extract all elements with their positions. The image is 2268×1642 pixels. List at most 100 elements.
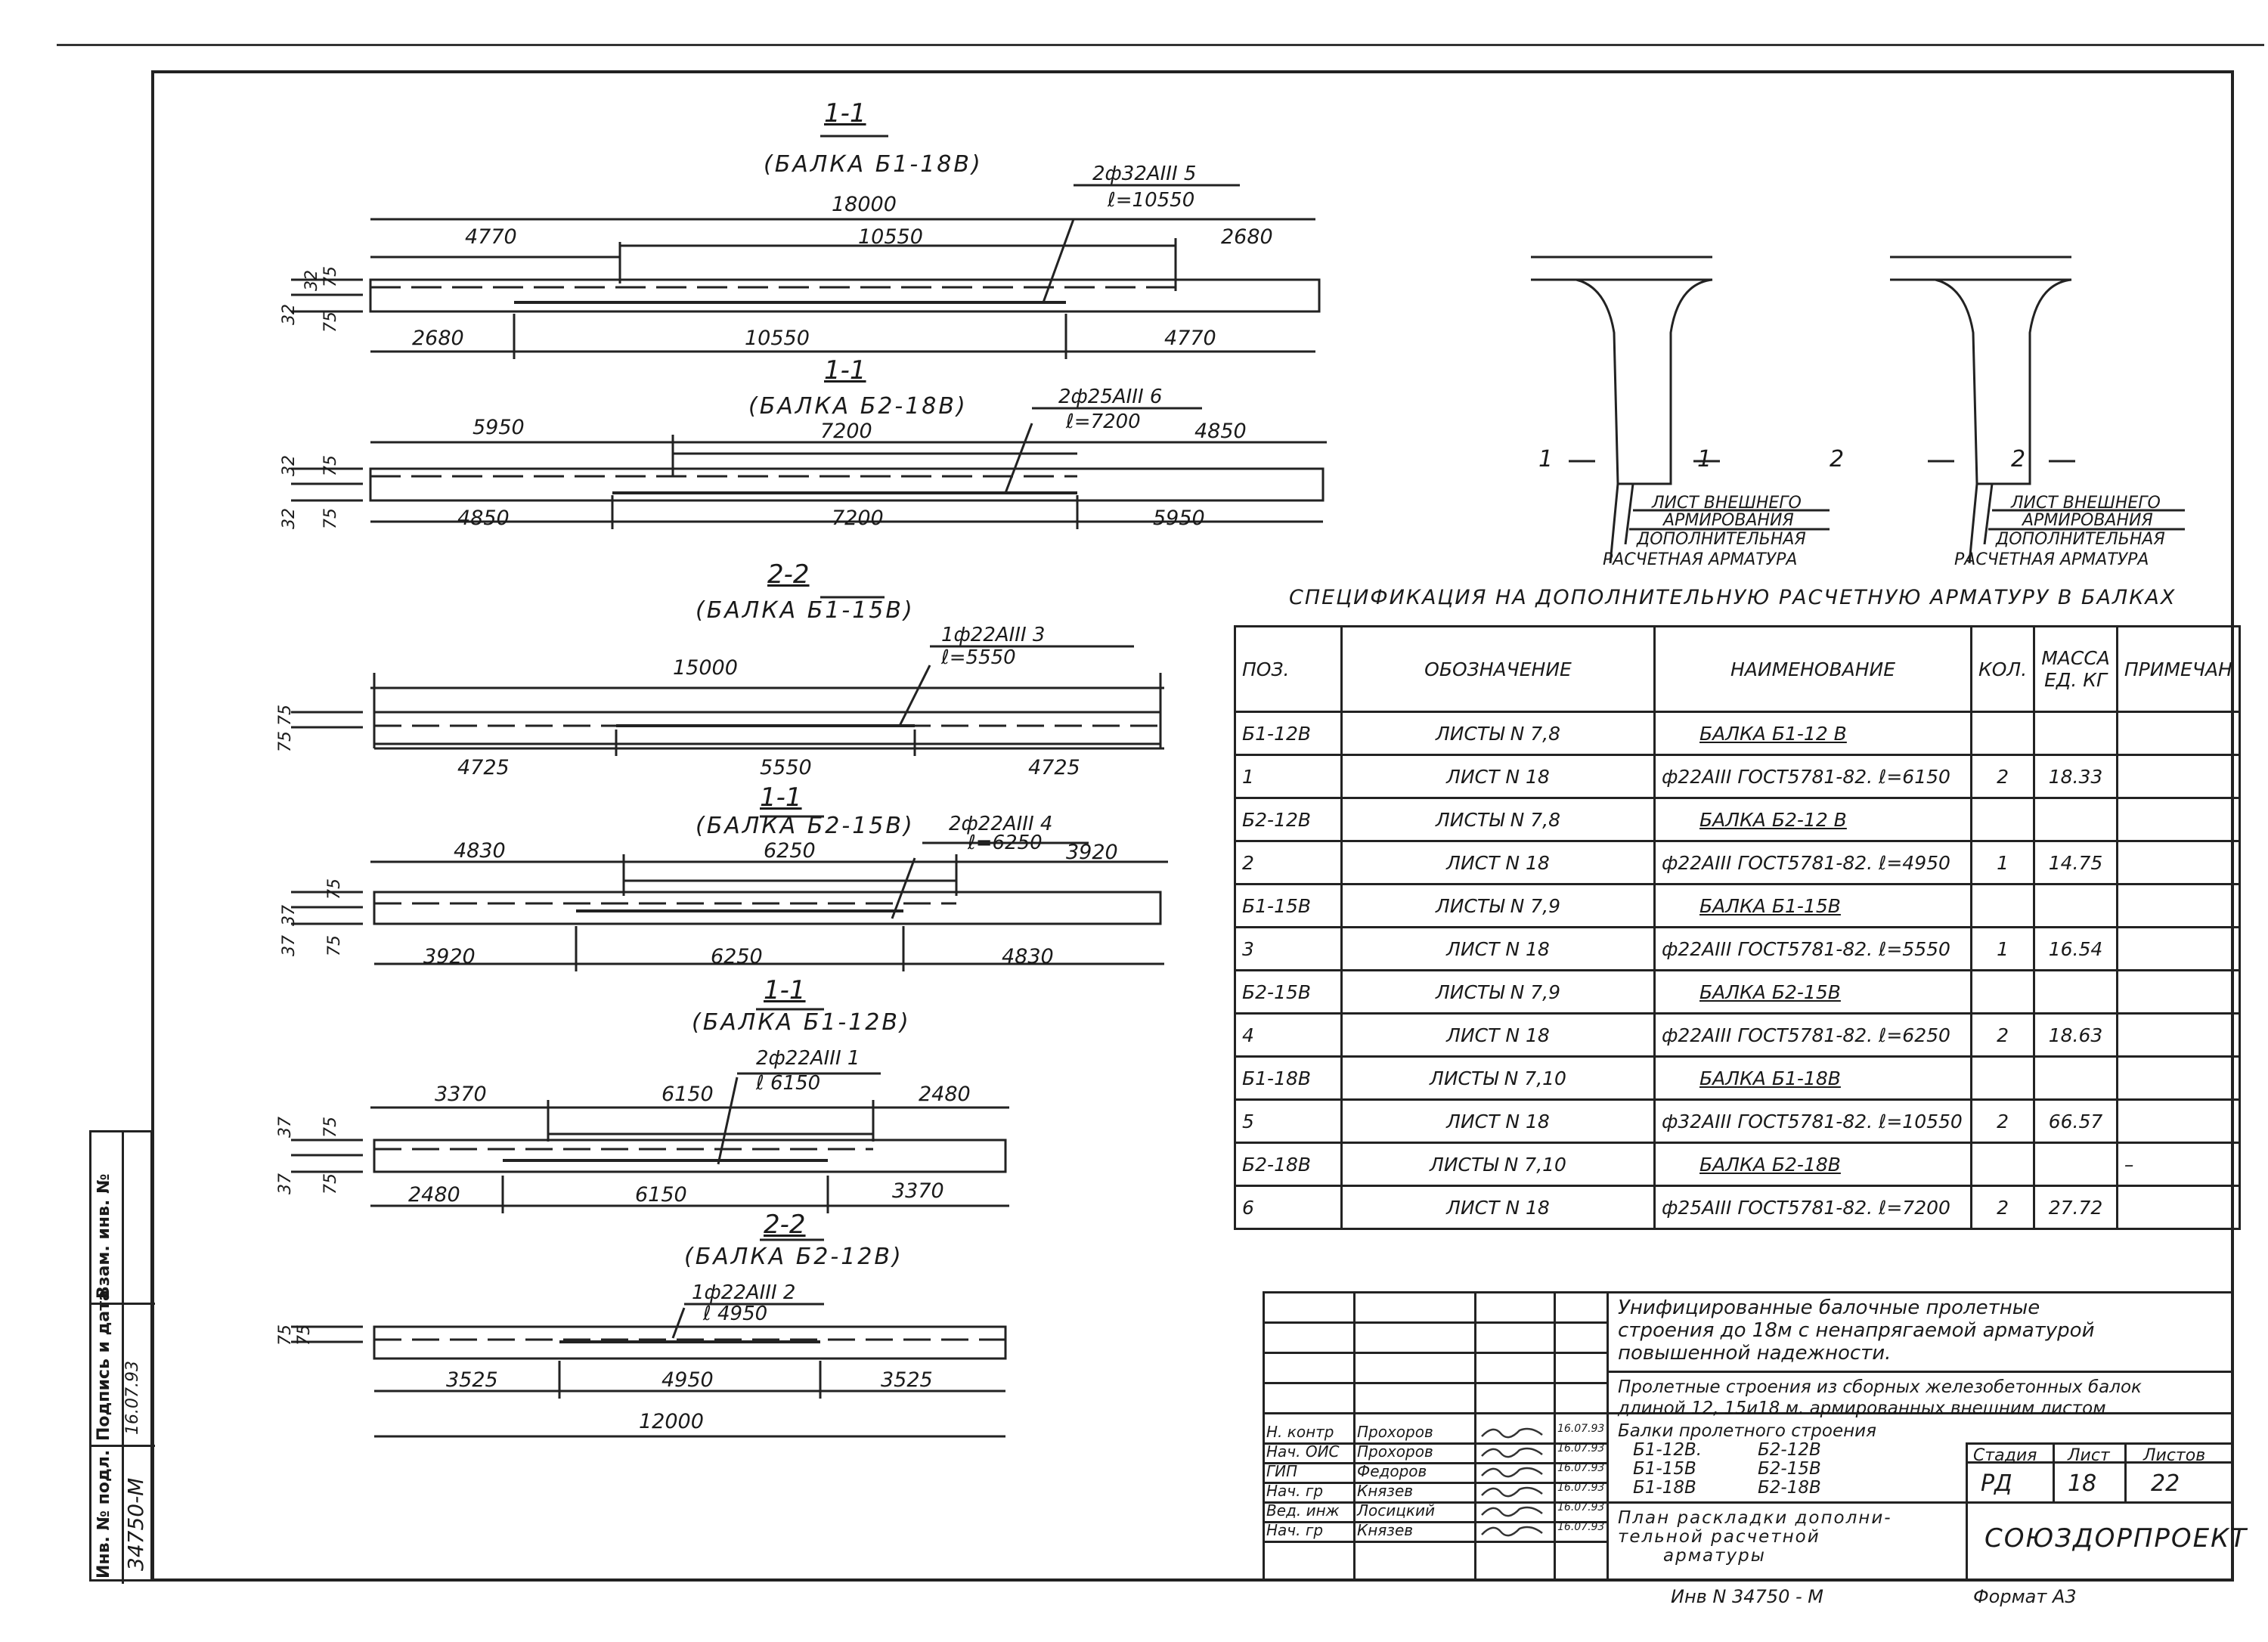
s3-vdim-1: 75 bbox=[276, 705, 295, 726]
spec-cell-mass bbox=[2033, 1142, 2118, 1187]
spec-cell-pos: 2 bbox=[1234, 840, 1343, 885]
section-3-bot-dim-3: 4725 bbox=[1028, 756, 1080, 779]
tb-sheets-label: Листов bbox=[2143, 1446, 2206, 1465]
margin-strip: Инв. № подл. 34750-М Подпись и дата 16.0… bbox=[89, 1130, 155, 1584]
section-2-bot-dim-1: 4850 bbox=[457, 507, 510, 530]
spec-cell-kol bbox=[1969, 797, 2036, 842]
spec-cell-note bbox=[2115, 926, 2241, 971]
spec-cell-mass bbox=[2033, 883, 2118, 928]
s2-vdim-2: 32 bbox=[280, 508, 299, 529]
tb-part-1: Балки пролетного строения bbox=[1618, 1421, 1876, 1441]
tb-part-4a: Б1-18В bbox=[1633, 1478, 1696, 1498]
section-2-callout: 2ф25АIII 6 bbox=[1058, 386, 1163, 408]
section-5-bot-dim-2: 6150 bbox=[635, 1183, 687, 1207]
spec-cell-name: ф32АIII ГОСТ5781-82. ℓ=10550 bbox=[1653, 1098, 1972, 1144]
s1-vdim-1: 32 bbox=[280, 304, 299, 325]
section-3-callout-length: ℓ=5550 bbox=[941, 646, 1016, 669]
tb-project-1: Унифицированные балочные пролетные bbox=[1618, 1297, 2040, 1319]
spec-header-kol: КОЛ. bbox=[1969, 625, 2036, 713]
section-2-bot-dim-3: 5950 bbox=[1153, 507, 1205, 530]
spec-cell-note bbox=[2115, 711, 2241, 756]
s2-vdim-1: 32 bbox=[280, 455, 299, 476]
section-3-beam: (БАЛКА Б1-15В) bbox=[696, 597, 915, 624]
section-4-bot-dim-2: 6250 bbox=[711, 945, 763, 968]
tb-format: Формат А3 bbox=[1973, 1586, 2077, 1607]
tb-part-3b: Б2-15В bbox=[1758, 1459, 1821, 1479]
tb-stage-label: Стадия bbox=[1973, 1446, 2037, 1465]
spec-cell-name: ф22АIII ГОСТ5781-82. ℓ=5550 bbox=[1653, 926, 1972, 971]
tb-sheet-title-3: арматуры bbox=[1663, 1546, 1766, 1566]
tb-person-name: Прохоров bbox=[1357, 1442, 1433, 1461]
tb-subject-1: Пролетные строения из сборных железобето… bbox=[1618, 1377, 2142, 1397]
section-3-callout: 1ф22АIII 3 bbox=[941, 624, 1046, 646]
spec-header-note: ПРИМЕЧАН bbox=[2115, 625, 2241, 713]
spec-cell-mass: 18.33 bbox=[2033, 754, 2118, 799]
s4-vdim-1: 37 bbox=[280, 905, 299, 926]
tb-person-name: Князев bbox=[1357, 1482, 1414, 1500]
cut-mark-2-right: 2 bbox=[2011, 446, 2026, 472]
tb-person-role: Нач. гр bbox=[1266, 1521, 1324, 1539]
xs1-label-4: РАСЧЕТНАЯ АРМАТУРА bbox=[1603, 550, 1798, 569]
xs2-label-1: ЛИСТ ВНЕШНЕГО bbox=[2011, 494, 2161, 513]
spec-cell-name: БАЛКА Б2-12 В bbox=[1653, 797, 1972, 842]
tb-person-name: Прохоров bbox=[1357, 1423, 1433, 1441]
spec-cell-pos: Б1-18В bbox=[1234, 1055, 1343, 1101]
spec-cell-note bbox=[2115, 840, 2241, 885]
tb-person-role: Нач. гр bbox=[1266, 1482, 1324, 1500]
section-1-title: 1-1 bbox=[824, 98, 866, 129]
section-5-bot-dim-1: 2480 bbox=[408, 1183, 460, 1207]
section-3-title: 2-2 bbox=[767, 559, 810, 590]
tb-person-date: 16.07.93 bbox=[1557, 1482, 1605, 1494]
spec-cell-note bbox=[2115, 1185, 2241, 1230]
signature-placeholder bbox=[1481, 1427, 1543, 1439]
section-1-top-dim-1: 4770 bbox=[465, 225, 517, 249]
spec-cell-pos: 3 bbox=[1234, 926, 1343, 971]
spec-cell-des: ЛИСТЫ N 7,8 bbox=[1340, 711, 1656, 756]
section-2-top-dim-2: 4850 bbox=[1194, 420, 1247, 443]
spec-header-row: ПОЗ. ОБОЗНАЧЕНИЕ НАИМЕНОВАНИЕ КОЛ. МАССА… bbox=[1234, 625, 2241, 713]
s5-vdim-4: 75 bbox=[321, 1173, 340, 1194]
tb-part-2a: Б1-12В. bbox=[1633, 1440, 1703, 1460]
spec-cell-des: ЛИСТ N 18 bbox=[1340, 926, 1656, 971]
s4-vdim-3: 75 bbox=[325, 878, 344, 900]
spec-cell-pos: 1 bbox=[1234, 754, 1343, 799]
spec-cell-name: БАЛКА Б2-18В bbox=[1653, 1142, 1972, 1187]
spec-cell-mass bbox=[2033, 711, 2118, 756]
section-6-bot-dim-2: 4950 bbox=[662, 1368, 714, 1392]
s2-vdim-4: 75 bbox=[321, 508, 340, 529]
spec-cell-mass: 14.75 bbox=[2033, 840, 2118, 885]
tb-stage: РД bbox=[1981, 1470, 2012, 1497]
tb-person-name: Лосицкий bbox=[1357, 1501, 1435, 1520]
section-3-bot-dim-2: 5550 bbox=[760, 756, 812, 779]
tb-sheet-label: Лист bbox=[2068, 1446, 2110, 1465]
s4-vdim-4: 75 bbox=[325, 935, 344, 956]
section-4-title: 1-1 bbox=[760, 782, 802, 813]
tb-part-2b: Б2-12В bbox=[1758, 1440, 1821, 1460]
tb-inv: Инв N 34750 - М bbox=[1671, 1586, 1823, 1607]
spec-cell-note bbox=[2115, 969, 2241, 1015]
title-block bbox=[1263, 1291, 2234, 1582]
xs2-label-2: АРМИРОВАНИЯ bbox=[2022, 511, 2153, 530]
cut-mark-2-left: 2 bbox=[1830, 446, 1845, 472]
spec-cell-mass: 16.54 bbox=[2033, 926, 2118, 971]
spec-cell-note bbox=[2115, 1012, 2241, 1058]
spec-cell-name: БАЛКА Б2-15В bbox=[1653, 969, 1972, 1015]
spec-cell-des: ЛИСТ N 18 bbox=[1340, 754, 1656, 799]
section-6-callout-length: ℓ 4950 bbox=[703, 1303, 768, 1325]
spec-cell-name: ф25АIII ГОСТ5781-82. ℓ=7200 bbox=[1653, 1185, 1972, 1230]
spec-cell-pos: Б1-15В bbox=[1234, 883, 1343, 928]
xs2-label-3: ДОПОЛНИТЕЛЬНАЯ bbox=[1996, 530, 2165, 549]
section-4-bot-dim-1: 3920 bbox=[423, 945, 476, 968]
spec-cell-kol bbox=[1969, 969, 2036, 1015]
tb-person-role: Н. контр bbox=[1266, 1423, 1334, 1441]
spec-cell-pos: Б2-18В bbox=[1234, 1142, 1343, 1187]
section-2-total: 7200 bbox=[820, 420, 872, 443]
s1-vdim-3: 75 bbox=[321, 266, 340, 287]
